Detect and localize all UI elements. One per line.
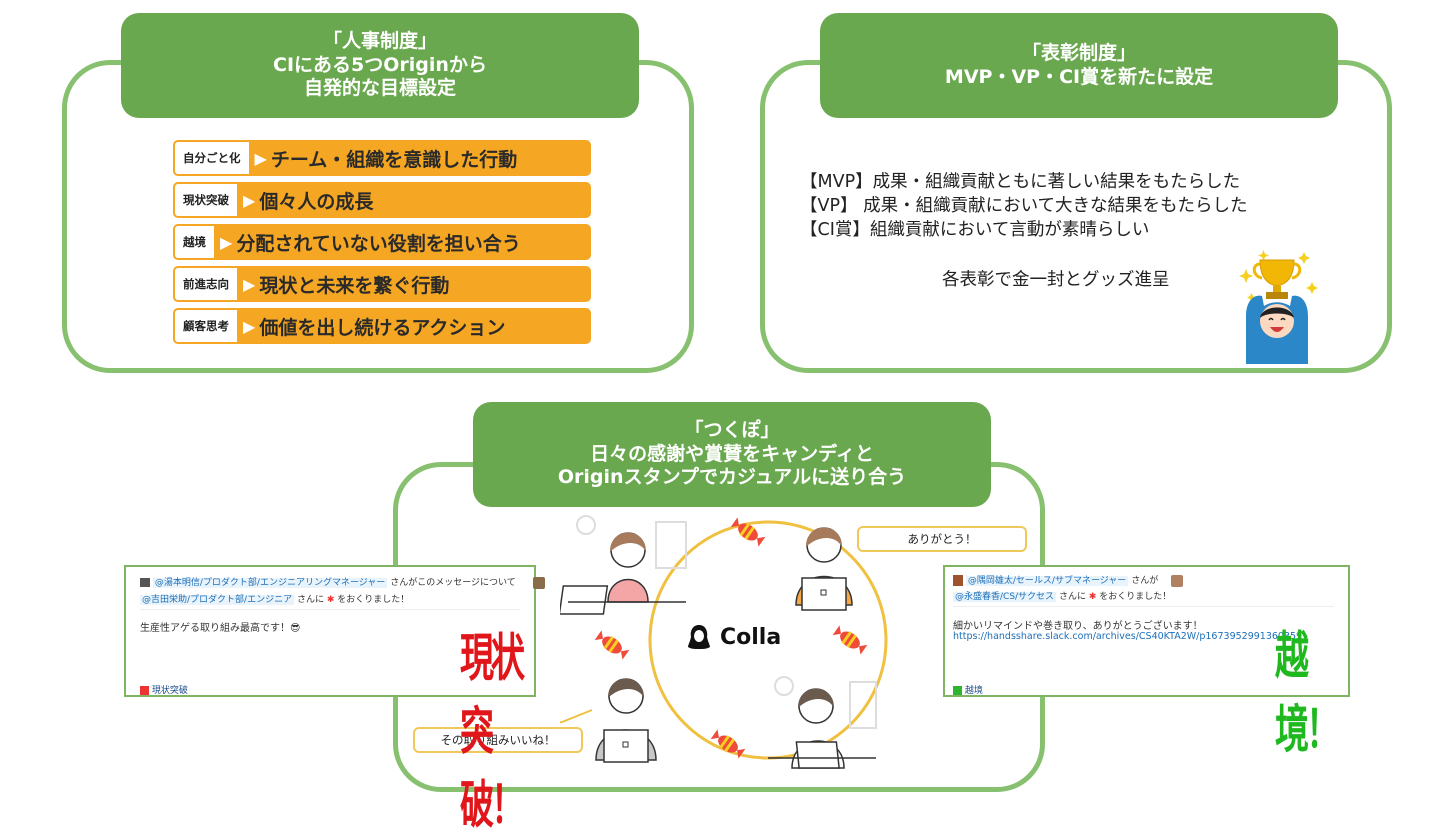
big-stamp-text: 現状突破！ — [460, 629, 525, 836]
award-list: 【MVP】成果・組織貢献ともに著しい結果をもたらした 【VP】 成果・組織貢献に… — [800, 170, 1248, 242]
big-stamp-text: 越境！ — [1275, 627, 1340, 761]
clock-icon — [774, 676, 794, 696]
play-arrow-icon: ▶ — [220, 232, 233, 252]
header-line: MVP・VP・CI賞を新たに設定 — [944, 65, 1214, 88]
origin-list: 自分ごと化 ▶ チーム・組織を意識した行動 現状突破 ▶ 個々人の成長 越境 ▶… — [173, 140, 591, 350]
award-item: 【CI賞】組織貢献において言動が素晴らしい — [800, 220, 1150, 240]
award-item: 【VP】 成果・組織貢献において大きな結果をもたらした — [800, 196, 1248, 216]
tsukupo-header: 「つくぽ」 日々の感謝や賞賛をキャンディと Originスタンプでカジュアルに送… — [473, 402, 991, 507]
sender-mention[interactable]: @湯本明信/プロダクト部/エンジニアリングマネージャー — [152, 578, 388, 588]
hr-system-header: 「人事制度」 CIにある5つOriginから 自発的な目標設定 — [121, 13, 639, 118]
origin-row: 越境 ▶ 分配されていない役割を担い合う — [173, 224, 591, 260]
message-link[interactable]: https://handsshare.slack.com/archives/CS… — [953, 631, 1303, 642]
origin-tag: 自分ごと化 — [175, 142, 249, 174]
clock-icon — [576, 515, 596, 535]
recipient-mention[interactable]: @吉田栄助/プロダクト部/エンジニア — [140, 595, 295, 605]
person-gray-illustration — [595, 678, 657, 763]
candy-icon: ✱ — [1088, 592, 1097, 602]
origin-description: 分配されていない役割を担い合う — [236, 232, 521, 255]
header-line: 「つくぽ」 — [684, 418, 780, 441]
header-line: 日々の感謝や賞賛をキャンディと — [590, 442, 874, 465]
award-system-header: 「表彰制度」 MVP・VP・CI賞を新たに設定 — [820, 13, 1338, 118]
avatar — [532, 576, 545, 589]
origin-row: 前進志向 ▶ 現状と未来を繋ぐ行動 — [173, 266, 591, 302]
header-line: Originスタンプでカジュアルに送り合う — [557, 466, 907, 489]
origin-tag: 越境 — [175, 226, 214, 258]
origin-description: 現状と未来を繋ぐ行動 — [259, 274, 450, 297]
sent-suffix: をおくりました！ — [337, 595, 410, 605]
recipient-suffix: さんに — [1058, 592, 1086, 602]
candy-icon — [832, 625, 868, 655]
colla-logo-icon — [688, 625, 710, 649]
sender-mention[interactable]: @隅岡雄太/セールス/サブマネージャー — [965, 576, 1129, 586]
candy-icon — [710, 729, 746, 759]
origin-row: 自分ごと化 ▶ チーム・組織を意識した行動 — [173, 140, 591, 176]
origin-row: 顧客思考 ▶ 価値を出し続けるアクション — [173, 308, 591, 344]
avatar — [1171, 574, 1184, 587]
origin-tag: 顧客思考 — [175, 310, 237, 342]
slack-message-card: @湯本明信/プロダクト部/エンジニアリングマネージャー さんがこのメッセージにつ… — [124, 565, 545, 836]
sender-suffix: さんが — [1131, 576, 1159, 586]
candy-icon: ✱ — [326, 595, 335, 605]
candy-icon — [594, 630, 630, 660]
recipient-mention[interactable]: @永盛春香/CS/サクセス — [953, 592, 1057, 602]
divider — [953, 606, 1334, 607]
play-arrow-icon: ▶ — [254, 148, 267, 168]
origin-stamp-icon — [140, 686, 149, 695]
message-body: 細かいリマインドや巻き取り、ありがとうございます！ — [953, 621, 1203, 632]
speech-bubble: ありがとう！ — [857, 526, 1027, 552]
candy-icon — [730, 517, 766, 547]
origin-row: 現状突破 ▶ 個々人の成長 — [173, 182, 591, 218]
origin-description: 価値を出し続けるアクション — [259, 316, 506, 339]
speech-bubble-text: その取り組みいいね！ — [440, 733, 556, 747]
header-line: 自発的な目標設定 — [303, 77, 456, 100]
message-body: 生産性アゲる取り組み最高です！😎 — [140, 623, 301, 634]
origin-description: 個々人の成長 — [259, 190, 374, 213]
speech-bubble-text: ありがとう！ — [907, 532, 977, 546]
award-note: 各表彰で金一封とグッズ進呈 — [942, 270, 1170, 290]
avatar — [140, 578, 150, 587]
header-line: CIにある5つOriginから — [273, 53, 487, 76]
person-pink-illustration — [560, 532, 686, 615]
colla-logo-text: Colla — [720, 624, 782, 650]
header-line: 「表彰制度」 — [1021, 41, 1136, 64]
person-white-illustration — [768, 688, 876, 769]
origin-tag: 前進志向 — [175, 268, 237, 300]
trophy-person-icon — [1239, 250, 1318, 364]
speech-bubble: その取り組みいいね！ — [413, 727, 583, 753]
play-arrow-icon: ▶ — [243, 190, 256, 210]
colla-logo: Colla — [688, 624, 781, 650]
window-icon — [655, 521, 687, 569]
award-item: 【MVP】成果・組織貢献ともに著しい結果をもたらした — [800, 172, 1241, 192]
person-orange-illustration — [795, 527, 853, 611]
sender-suffix: さんがこのメッセージについて — [390, 578, 516, 588]
origin-description: チーム・組織を意識した行動 — [270, 148, 518, 171]
recipient-suffix: さんに — [296, 595, 324, 605]
window-icon — [849, 681, 877, 729]
header-line: 「人事制度」 — [322, 29, 437, 52]
sent-suffix: をおくりました！ — [1099, 592, 1172, 602]
origin-stamp-icon — [953, 686, 962, 695]
divider — [140, 609, 520, 610]
stamp-label[interactable]: 現状突破 — [151, 686, 188, 696]
play-arrow-icon: ▶ — [243, 316, 256, 336]
slack-message-card: @隅岡雄太/セールス/サブマネージャー さんが @永盛春香/CS/サクセス さん… — [943, 565, 1350, 761]
avatar — [953, 575, 963, 586]
play-arrow-icon: ▶ — [243, 274, 256, 294]
origin-tag: 現状突破 — [175, 184, 237, 216]
stamp-label[interactable]: 越境 — [964, 686, 983, 696]
